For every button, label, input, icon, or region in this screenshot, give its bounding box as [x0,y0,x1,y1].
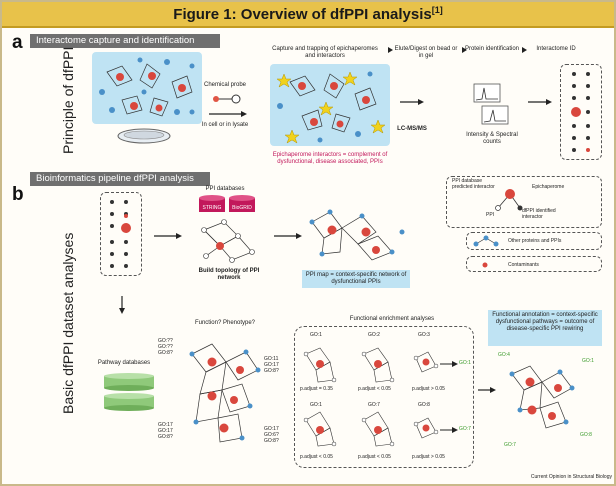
go-final-2: GO:1 [582,358,594,364]
enrichment-mini-networks [303,347,458,447]
cell-interactome-network [99,57,195,117]
legend-contaminant-dot [482,262,488,268]
top-step-arrows [388,47,527,53]
legend-contaminants-box [466,256,602,272]
legend-other: Other proteins and PPIs [508,238,562,244]
go-cell-1-p: p.adjust = 0.35 [300,386,333,392]
journal-credit: Current Opinion in Structural Biology [530,474,612,480]
ppi-db1-label: STRING [202,205,222,211]
panel-a-letter: a [12,32,23,53]
final-network [509,365,575,429]
legend-ppi-db-interactor: PPI database predicted interactor [452,178,495,190]
panel-b-letter: b [12,184,24,205]
panel-b-band: Bioinformatics pipeline dfPPI analysis [30,172,210,186]
go-cell-1-label: GO:1 [310,332,322,338]
interactome-id-grid [560,64,602,160]
go-cell-4-label: GO:1 [310,402,322,408]
arrow-a3 [528,99,552,105]
interactome-id-step-label: Interactome ID [536,46,576,52]
go-cell-6-p: p.adjust > 0.05 [412,454,445,460]
spectra-plots [473,83,509,125]
functional-enrichment-title: Functional enrichment analyses [349,316,435,322]
arrow-a1 [209,111,247,117]
arrow-b2 [274,233,302,239]
legend-other-box [466,232,602,250]
input-dataset-grid [100,192,142,276]
panel-a-band: Interactome capture and identification [30,34,220,48]
go-cell-2-p: p.adjust < 0.05 [358,386,391,392]
go-cell-2-label: GO:2 [368,332,380,338]
annotated-network [189,343,261,443]
legend-other-icon [473,235,499,247]
ppi-map-caption: PPI map = context-specific network of dy… [305,272,407,285]
figure-title: Figure 1: Overview of dfPPI analysis[1] [173,5,443,23]
capture-network [276,71,386,144]
interactome-dots [571,72,590,152]
go-left-col1: GO:??GO:??GO:8? [158,338,173,356]
functional-annotation-caption: Functional annotation = context-specific… [492,312,598,332]
arrow-down [119,296,125,314]
elute-step-label: Elute/Digest on bead or in gel [394,46,458,59]
ppi-db-cylinders [199,195,255,212]
enrichment-box [294,326,474,468]
functional-annotation-bg [488,310,602,346]
function-phenotype-label: Function? Phenotype? [194,320,256,326]
legend-contaminants: Contaminants [508,262,539,268]
in-cell-label: In cell or in lysate [201,122,249,128]
lcmsms-label: LC-MS/MS [397,126,427,132]
go-cell-5-p: p.adjust < 0.05 [358,454,391,460]
ppi-map-network [309,209,405,261]
protein-id-step-label: Protein identification [464,46,520,52]
petri-dish [117,128,171,144]
epichaperome-note: Epichaperome interactors = complement of… [272,152,388,165]
legend-epichaperome: Epichaperome [532,184,565,190]
go-final-4: GO:8 [580,432,592,438]
topology-network [201,219,255,263]
chemical-probe-label: Chemical probe [203,82,247,88]
legend-diagram [495,189,523,211]
go-out-bottom: GO:7 [459,426,471,432]
pathway-db-cylinders [104,373,154,411]
go-final-3: GO:7 [504,442,516,448]
capture-step-label: Capture and trapping of epichaperomes an… [272,46,378,59]
ppi-db2-label: BioGRID [232,205,252,211]
go-cell-3-p: p.adjust > 0.05 [412,386,445,392]
title-bar: Figure 1: Overview of dfPPI analysis[1] [2,2,614,28]
arrow-b1 [154,233,182,239]
arrow-b3 [478,387,496,393]
panel-b-vertical-label: Basic dfPPI dataset analyses [60,232,76,414]
panel-a-vertical-label: Principle of dfPPI [60,46,76,154]
go-cell-5-label: GO:7 [368,402,380,408]
legend-box [446,176,602,228]
go-out-top: GO:1 [459,360,471,366]
go-cell-6-label: GO:8 [418,402,430,408]
capture-bg [270,64,390,146]
ppi-map-caption-bg [302,270,410,288]
go-cell-3-label: GO:3 [418,332,430,338]
go-final-1: GO:4 [498,352,510,358]
build-topology-label: Build topology of PPI network [198,268,260,281]
arrow-a2 [400,99,424,105]
legend-dfppi-interactor: dfPPI identified interactor [522,208,556,220]
pathway-databases-label: Pathway databases [97,360,151,366]
go-cell-4-p: p.adjust < 0.05 [300,454,333,460]
ppi-databases-label: PPI databases [205,186,245,192]
intensity-label: Intensity & Spectral counts [466,132,518,145]
input-dataset-dots [110,200,131,268]
chemical-probe-icon [213,94,241,104]
legend-ppi: PPI [486,212,495,218]
